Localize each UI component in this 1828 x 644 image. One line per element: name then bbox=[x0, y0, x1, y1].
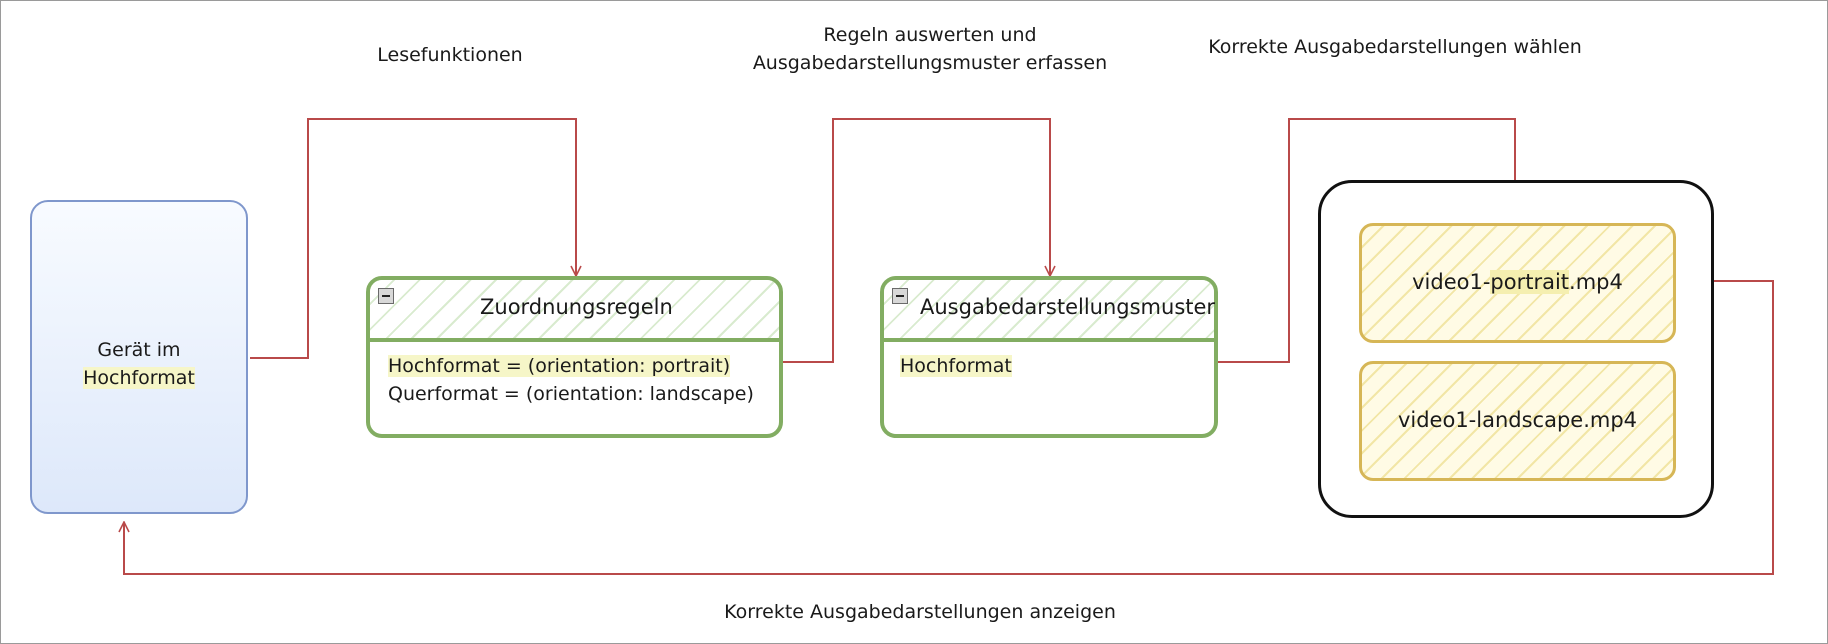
output-pattern-value: Hochformat bbox=[900, 355, 1012, 377]
file-portrait-suffix: .mp4 bbox=[1569, 270, 1623, 294]
mapping-rule-portrait: Hochformat = (orientation: portrait) bbox=[388, 355, 731, 377]
collapse-icon[interactable] bbox=[892, 288, 908, 304]
edge-device-to-rules bbox=[250, 118, 576, 359]
mapping-rules-node[interactable]: Zuordnungsregeln Hochformat = (orientati… bbox=[366, 276, 783, 438]
device-label-line2: Hochformat bbox=[83, 367, 195, 389]
output-pattern-node[interactable]: Ausgabedarstellungsmuster Hochformat bbox=[880, 276, 1218, 438]
file-video1-landscape-label: video1-landscape.mp4 bbox=[1397, 408, 1638, 432]
file-video1-portrait-label: video1-portrait.mp4 bbox=[1362, 270, 1673, 294]
file-video1-landscape[interactable]: video1-landscape.mp4 bbox=[1359, 361, 1676, 481]
edge-label-choose: Korrekte Ausgabedarstellungen wählen bbox=[1208, 36, 1582, 58]
edge-label-evaluate-line1: Regeln auswerten und bbox=[823, 24, 1037, 46]
device-label-line1: Gerät im bbox=[97, 339, 181, 361]
device-node[interactable]: Gerät im Hochformat bbox=[30, 200, 248, 514]
edge-label-evaluate-line2: Ausgabedarstellungsmuster erfassen bbox=[752, 52, 1108, 74]
file-portrait-prefix: video1- bbox=[1412, 270, 1491, 294]
collapse-icon[interactable] bbox=[378, 288, 394, 304]
edge-label-display: Korrekte Ausgabedarstellungen anzeigen bbox=[724, 601, 1116, 623]
edge-label-read: Lesefunktionen bbox=[377, 44, 523, 66]
mapping-rules-header: Zuordnungsregeln bbox=[370, 280, 779, 342]
video-files-container[interactable]: video1-portrait.mp4 video1-landscape.mp4 bbox=[1318, 180, 1714, 518]
edge-rules-to-pattern bbox=[783, 118, 1050, 363]
file-portrait-highlight: portrait bbox=[1490, 270, 1570, 294]
mapping-rules-title: Zuordnungsregeln bbox=[480, 295, 673, 319]
output-pattern-title: Ausgabedarstellungsmuster bbox=[920, 295, 1216, 319]
output-pattern-header: Ausgabedarstellungsmuster bbox=[884, 280, 1216, 342]
mapping-rule-landscape: Querformat = (orientation: landscape) bbox=[388, 383, 754, 405]
edge-pattern-to-files bbox=[1218, 118, 1515, 363]
edge-files-to-device bbox=[124, 280, 1774, 575]
device-label: Gerät im Hochformat bbox=[32, 336, 246, 392]
file-video1-portrait[interactable]: video1-portrait.mp4 bbox=[1359, 223, 1676, 343]
